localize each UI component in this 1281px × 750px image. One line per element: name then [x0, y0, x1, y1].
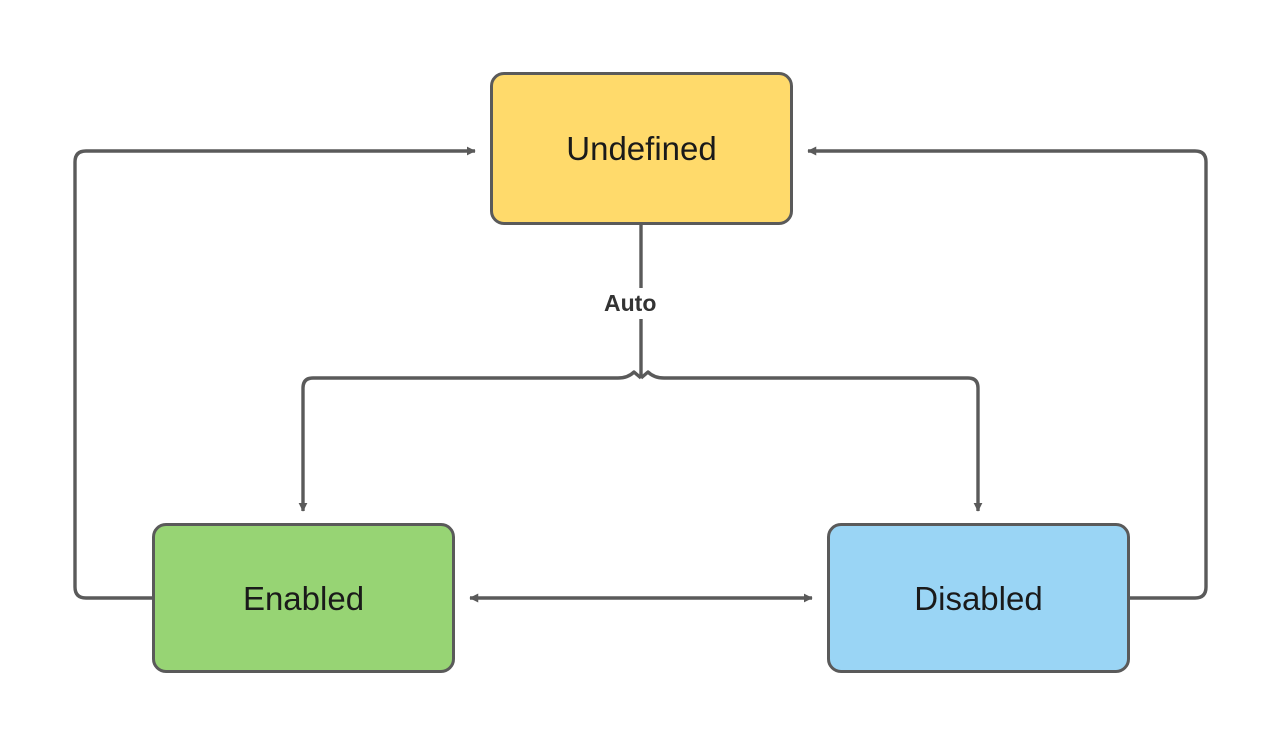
state-node-disabled-label: Disabled: [914, 579, 1043, 617]
state-node-enabled-label: Enabled: [242, 579, 365, 617]
edge-enabled-undefined: [73, 146, 476, 600]
state-node-undefined-label: Undefined: [566, 130, 717, 167]
edge-label-auto: Auto: [597, 288, 664, 319]
state-node-enabled[interactable]: Enabled: [152, 523, 455, 673]
edge-disabled-undefined: [807, 146, 1208, 600]
state-node-undefined[interactable]: Undefined: [490, 72, 793, 225]
state-node-disabled[interactable]: Disabled: [827, 523, 1130, 673]
edge-auto-branch-disabled: [639, 370, 983, 512]
edge-auto-branch-enabled: [298, 370, 643, 512]
